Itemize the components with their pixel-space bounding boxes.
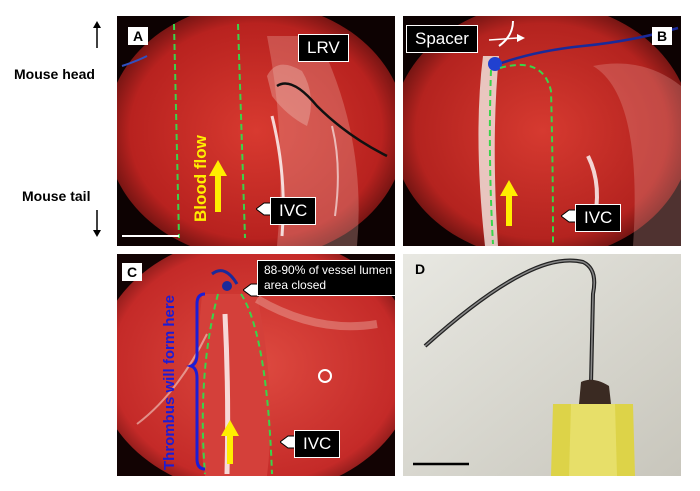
mouse-tail-label: Mouse tail	[22, 188, 91, 204]
down-arrow-icon	[92, 208, 102, 238]
spacer-label: Spacer	[406, 25, 478, 53]
ivc-label-c: IVC	[294, 430, 341, 458]
panel-d-letter: D	[415, 261, 426, 277]
panel-a: A LRV Blood flow IVC	[117, 16, 395, 246]
panel-d-photo	[403, 254, 681, 476]
panel-a-letter: A	[128, 27, 149, 45]
panel-c: C 88-90% of vessel lumen area closed Thr…	[117, 254, 395, 476]
ivc-pointer-c	[280, 434, 296, 450]
ivc-label-b: IVC	[575, 204, 622, 232]
lrv-label: LRV	[298, 34, 349, 62]
panel-c-letter: C	[122, 263, 143, 281]
closure-pointer	[243, 282, 259, 298]
panel-d: D	[403, 254, 681, 476]
ivc-pointer-b	[561, 208, 577, 224]
panel-b: Spacer B IVC	[403, 16, 681, 246]
mouse-head-label: Mouse head	[14, 66, 95, 82]
up-arrow-icon	[92, 20, 102, 50]
thrombus-label: Thrombus will form here	[161, 294, 178, 470]
panel-b-photo	[403, 16, 681, 246]
panel-b-letter: B	[652, 27, 673, 45]
ivc-label-a: IVC	[270, 197, 317, 225]
ivc-pointer-a	[256, 201, 272, 217]
blood-flow-label: Blood flow	[191, 135, 210, 222]
closure-note: 88-90% of vessel lumen area closed	[257, 260, 395, 296]
